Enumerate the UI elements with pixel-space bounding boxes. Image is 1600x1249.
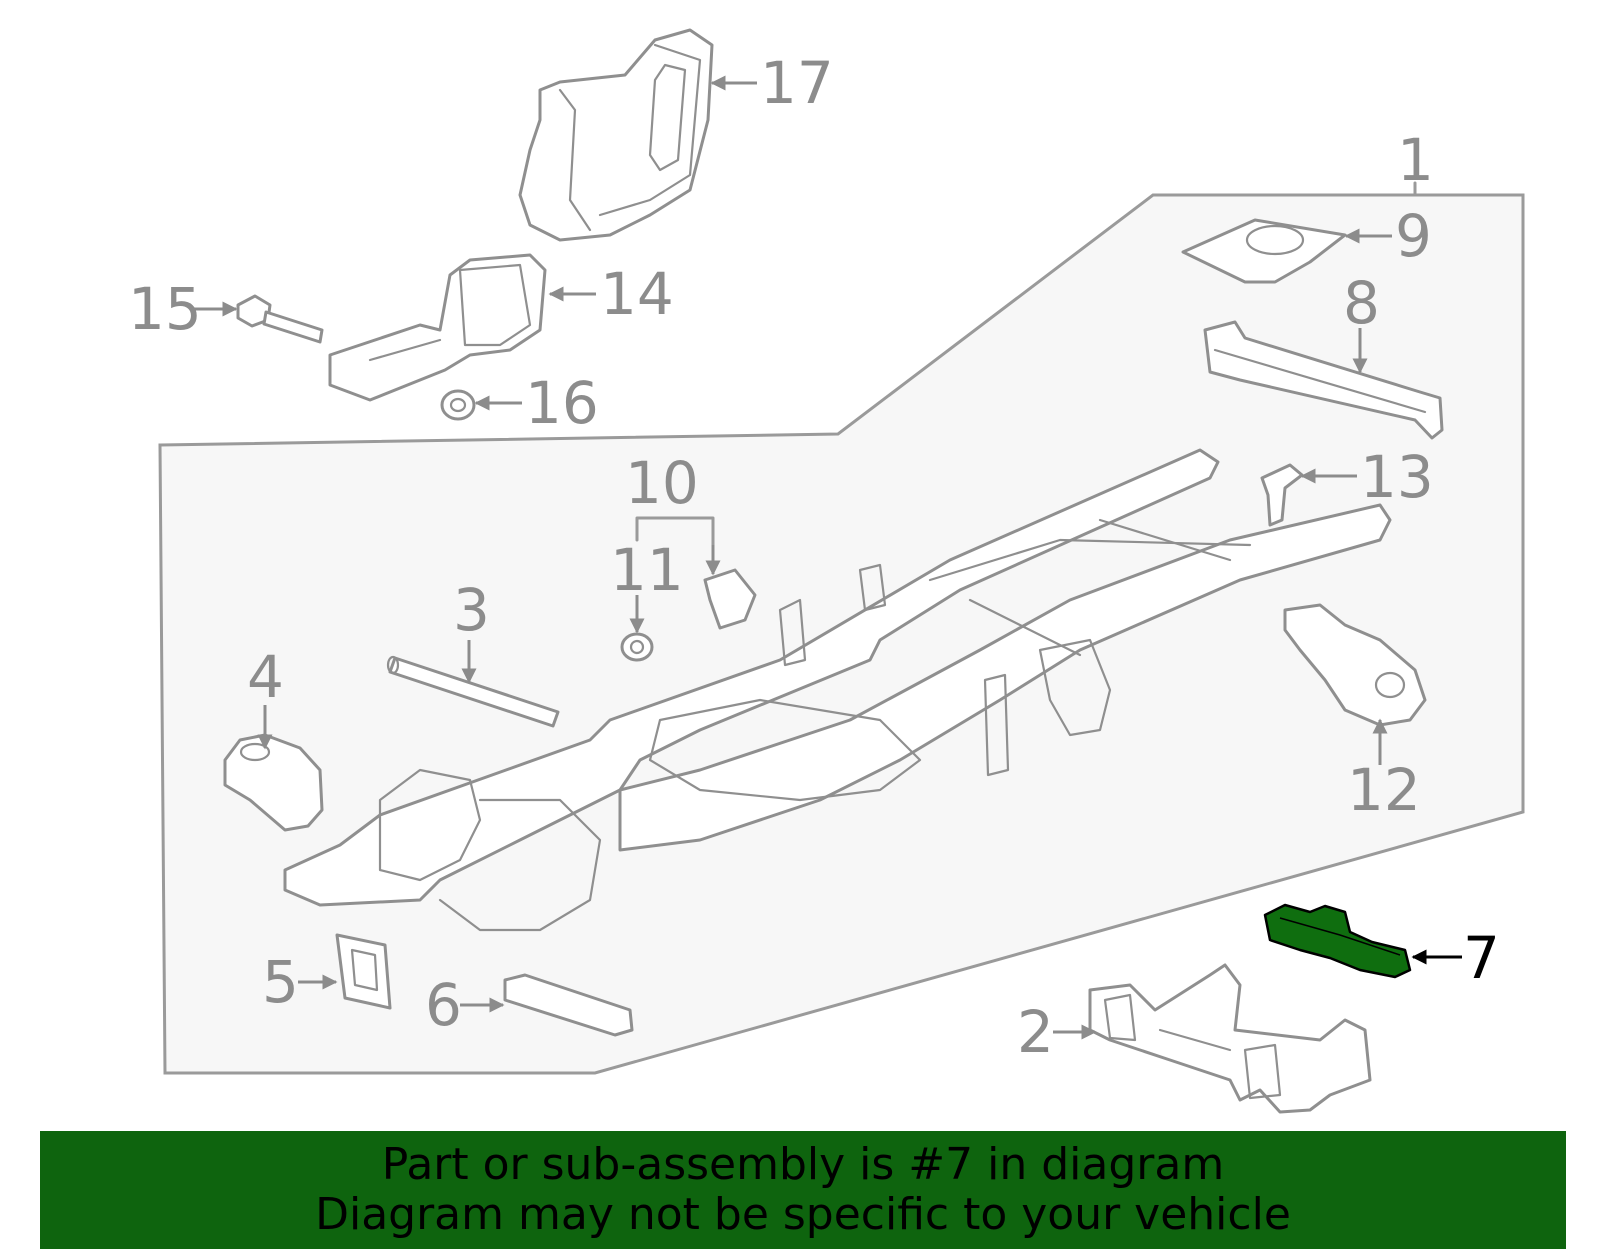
callout-14: 14 (600, 260, 674, 328)
callout-9: 9 (1395, 202, 1432, 270)
callout-3: 3 (453, 576, 490, 644)
part-7-highlighted[interactable] (1263, 903, 1412, 979)
part-14-bracket[interactable] (328, 253, 547, 402)
part-13-clip[interactable] (1260, 463, 1304, 527)
callout-5: 5 (262, 948, 299, 1016)
part-16-nut[interactable] (440, 389, 476, 421)
callout-1: 1 (1397, 126, 1434, 194)
part-6-reinforcement[interactable] (503, 973, 634, 1037)
callout-6: 6 (425, 971, 462, 1039)
main-frame (283, 448, 1392, 932)
callout-16: 16 (525, 369, 599, 437)
callout-12: 12 (1347, 756, 1421, 824)
part-9-plate[interactable] (1181, 218, 1347, 284)
callout-7-highlighted: 7 (1463, 924, 1500, 992)
callout-13: 13 (1360, 443, 1434, 511)
banner-line-2: Diagram may not be specific to your vehi… (315, 1189, 1291, 1240)
part-17-shield[interactable] (518, 28, 714, 242)
part-4-mount[interactable] (223, 733, 324, 832)
part-2-subframe[interactable] (1088, 963, 1372, 1114)
callout-labels: 17 1 9 8 14 15 16 10 11 3 4 13 12 5 6 2 … (128, 49, 1500, 1066)
leader-lines (190, 75, 1462, 1040)
part-10-bracket[interactable] (703, 568, 757, 630)
part-8-crossmember[interactable] (1203, 320, 1444, 440)
part-5-plate[interactable] (335, 933, 392, 1010)
part-3-rod[interactable] (386, 655, 560, 728)
callout-11: 11 (610, 536, 684, 604)
banner-line-1: Part or sub-assembly is #7 in diagram (381, 1139, 1225, 1190)
callout-4: 4 (247, 643, 284, 711)
callout-8: 8 (1343, 269, 1380, 337)
info-banner: Part or sub-assembly is #7 in diagram Di… (40, 1131, 1566, 1249)
part-15-bolt[interactable] (236, 294, 324, 344)
part-12-mount-bracket[interactable] (1283, 603, 1427, 727)
callout-15: 15 (128, 275, 202, 343)
callout-2: 2 (1017, 998, 1054, 1066)
callout-17: 17 (760, 49, 834, 117)
part-11-bushing[interactable] (620, 632, 654, 662)
callout-10: 10 (625, 449, 699, 517)
